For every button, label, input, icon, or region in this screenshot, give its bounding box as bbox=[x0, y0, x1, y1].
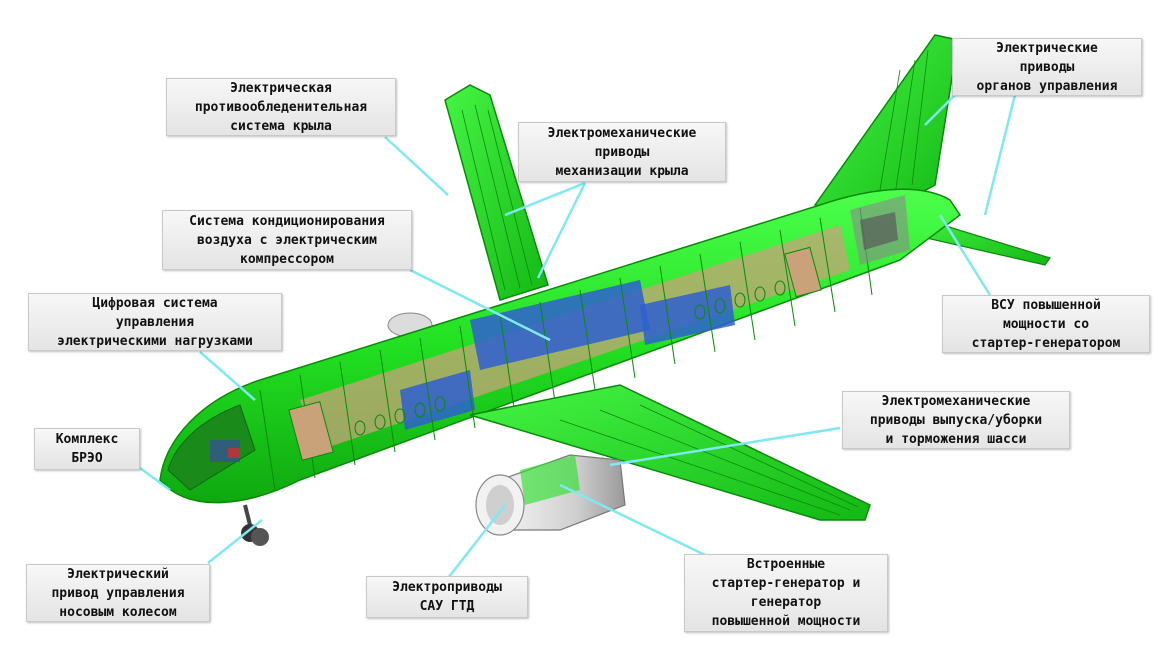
callout-line: воздуха с электрическим bbox=[196, 232, 377, 248]
callout-line: Встроенные bbox=[746, 557, 826, 572]
callout-line: БРЭО bbox=[71, 451, 103, 466]
callout-line: Электромеханические bbox=[547, 125, 697, 141]
callout-line: Электрический bbox=[67, 566, 169, 582]
callout-line: мощности со bbox=[1002, 316, 1090, 332]
callout-starter-generator: Встроенные стартер-генератор и генератор… bbox=[684, 554, 888, 632]
callout-line: Электроприводы bbox=[392, 580, 502, 595]
callout-line: САУ ГТД bbox=[419, 599, 475, 614]
callout-line: приводы bbox=[594, 144, 650, 160]
nose-landing-gear bbox=[241, 504, 269, 546]
callout-line: повышенной мощности bbox=[711, 614, 861, 629]
callout-line: управления bbox=[115, 314, 195, 330]
callout-wing-deicing: Электрическая противообледенительная сис… bbox=[166, 78, 396, 136]
callout-landing-gear: Электромеханические приводы выпуска/убор… bbox=[842, 391, 1070, 449]
fuselage bbox=[159, 188, 962, 504]
callout-line: механизации крыла bbox=[555, 163, 689, 179]
callout-line: приводы выпуска/уборки bbox=[869, 412, 1043, 428]
callout-wing-mechanization: Электромеханические приводы механизации … bbox=[518, 122, 726, 182]
callout-nose-wheel: Электрический привод управления носовым … bbox=[26, 564, 210, 622]
callout-air-conditioning: Система кондиционирования воздуха с элек… bbox=[162, 210, 412, 270]
lower-wing bbox=[469, 384, 871, 521]
callout-line: Электрические bbox=[996, 40, 1098, 56]
callout-line: носовым колесом bbox=[59, 604, 177, 620]
callout-line: приводы bbox=[1019, 59, 1075, 75]
callout-line: электрическими нагрузками bbox=[57, 333, 253, 349]
callout-line: генератор bbox=[750, 595, 822, 610]
leader-lines bbox=[139, 94, 1017, 583]
callout-line: система крыла bbox=[230, 118, 332, 134]
callout-apu: ВСУ повышенной мощности со стартер-генер… bbox=[942, 295, 1150, 353]
callout-line: Цифровая система bbox=[92, 295, 218, 311]
callout-line: Комплекс bbox=[55, 432, 119, 447]
near-engine bbox=[475, 454, 626, 536]
callout-flight-controls: Электрические приводы органов управления bbox=[952, 38, 1142, 96]
callout-line: ВСУ повышенной bbox=[991, 297, 1101, 313]
callout-line: привод управления bbox=[51, 585, 185, 601]
callout-line: и торможения шасси bbox=[885, 431, 1027, 447]
callout-line: Система кондиционирования bbox=[189, 213, 385, 229]
callout-load-control: Цифровая система управления электрически… bbox=[28, 293, 282, 351]
callout-line: компрессором bbox=[240, 251, 334, 267]
callout-line: стартер-генератор и bbox=[711, 576, 861, 591]
callout-line: стартер-генератором bbox=[971, 335, 1121, 351]
callout-avionics: Комплекс БРЭО bbox=[34, 428, 140, 470]
callout-line: Электрическая bbox=[230, 80, 332, 96]
vertical-stabilizer bbox=[813, 34, 959, 216]
callout-engine-control: Электроприводы САУ ГТД bbox=[366, 576, 528, 618]
callout-line: органов управления bbox=[976, 78, 1118, 94]
upper-wing bbox=[444, 84, 549, 301]
callout-line: противообледенительная bbox=[194, 99, 368, 115]
callout-line: Электромеханические bbox=[881, 393, 1031, 409]
apu-section bbox=[850, 195, 910, 265]
